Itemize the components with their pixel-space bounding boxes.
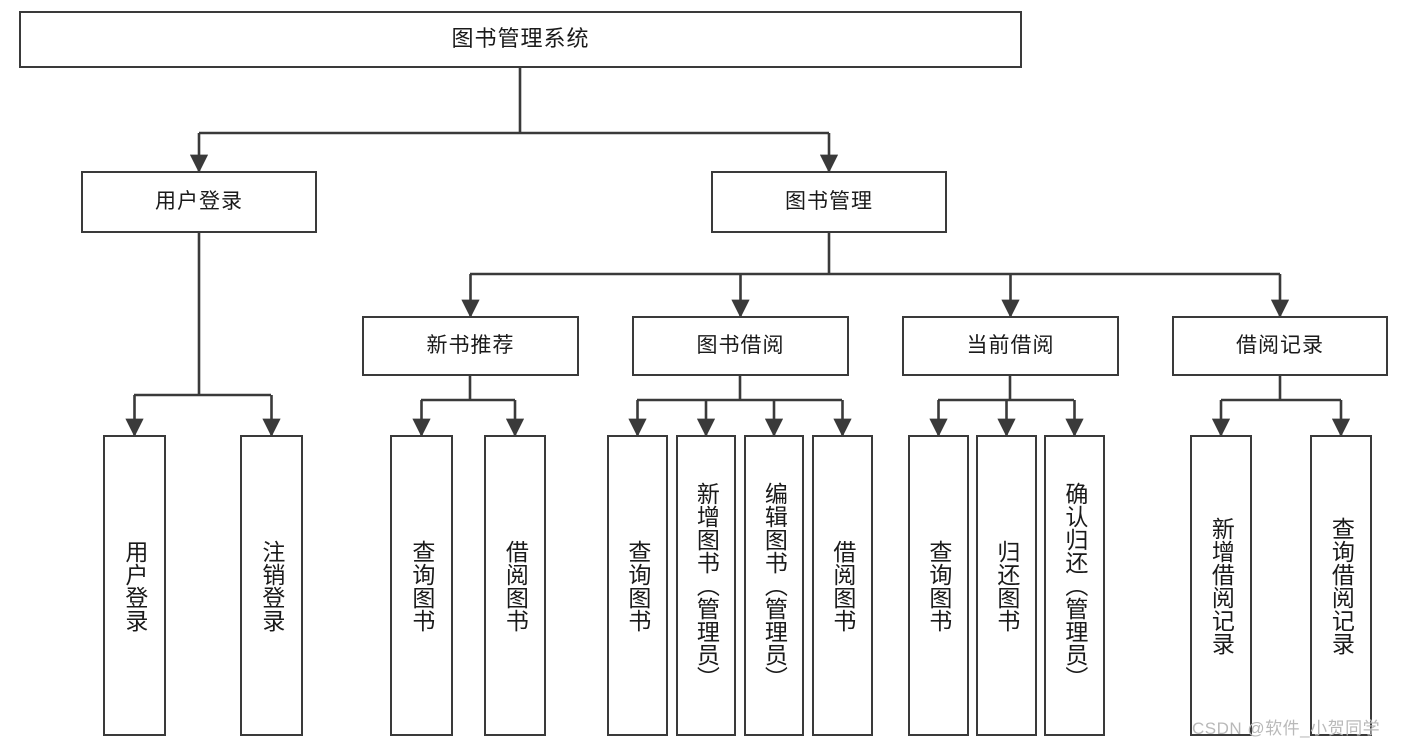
node-borrow-record[interactable]: 借阅记录 xyxy=(1172,316,1388,376)
node-leaf-borrow-book-2[interactable]: 借阅图书 xyxy=(812,435,873,736)
node-new-book-recommend[interactable]: 新书推荐 xyxy=(362,316,579,376)
leaf-label: 注销登录 xyxy=(258,539,285,632)
leaf-label: 归还图书 xyxy=(993,539,1020,632)
node-book-borrow[interactable]: 图书借阅 xyxy=(632,316,849,376)
leaf-label: 查询借阅记录 xyxy=(1328,516,1355,655)
leaf-label: 查询图书 xyxy=(925,539,952,632)
leaf-label: 借阅图书 xyxy=(829,539,856,632)
node-book-manage[interactable]: 图书管理 xyxy=(711,171,947,233)
node-leaf-query-book-1[interactable]: 查询图书 xyxy=(390,435,453,736)
leaf-label: 查询图书 xyxy=(408,539,435,632)
node-current-borrow[interactable]: 当前借阅 xyxy=(902,316,1119,376)
leaf-label: 查询图书 xyxy=(624,539,651,632)
node-leaf-query-book-3[interactable]: 查询图书 xyxy=(908,435,969,736)
leaf-label: 编辑图书（管理员） xyxy=(761,482,788,689)
node-user-login[interactable]: 用户登录 xyxy=(81,171,317,233)
leaf-label: 新增图书（管理员） xyxy=(693,482,720,689)
node-leaf-add-book-admin[interactable]: 新增图书（管理员） xyxy=(676,435,736,736)
leaf-label: 用户登录 xyxy=(121,539,148,632)
leaf-label: 确认归还（管理员） xyxy=(1061,482,1088,689)
node-root[interactable]: 图书管理系统 xyxy=(19,11,1022,68)
node-leaf-logout-login[interactable]: 注销登录 xyxy=(240,435,303,736)
node-leaf-borrow-book-1[interactable]: 借阅图书 xyxy=(484,435,546,736)
leaf-label: 新增借阅记录 xyxy=(1208,516,1235,655)
node-leaf-user-login[interactable]: 用户登录 xyxy=(103,435,166,736)
node-leaf-query-book-2[interactable]: 查询图书 xyxy=(607,435,668,736)
node-leaf-return-book[interactable]: 归还图书 xyxy=(976,435,1037,736)
node-leaf-edit-book-admin[interactable]: 编辑图书（管理员） xyxy=(744,435,804,736)
leaf-label: 借阅图书 xyxy=(502,539,529,632)
node-leaf-add-borrow-record[interactable]: 新增借阅记录 xyxy=(1190,435,1252,736)
node-leaf-query-borrow-record[interactable]: 查询借阅记录 xyxy=(1310,435,1372,736)
csdn-watermark: CSDN @软件_小贺同学 xyxy=(1192,719,1381,738)
node-leaf-confirm-return-admin[interactable]: 确认归还（管理员） xyxy=(1044,435,1105,736)
